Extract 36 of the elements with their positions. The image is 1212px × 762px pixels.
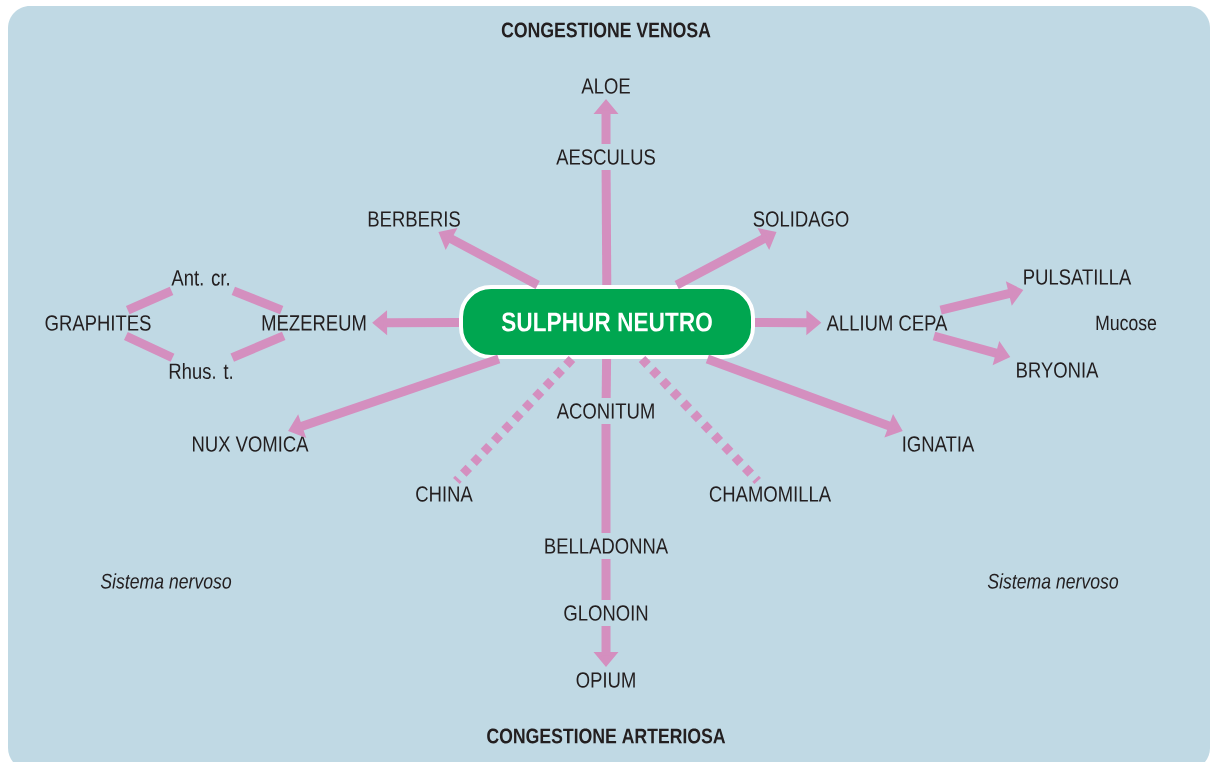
dotted-line bbox=[638, 355, 761, 485]
dotted-line bbox=[453, 355, 576, 485]
region-label: Sistema nervoso bbox=[100, 573, 232, 589]
remedy-name: Rhus. t. bbox=[169, 362, 232, 380]
connector-line bbox=[601, 358, 612, 399]
connector-line bbox=[601, 169, 612, 285]
region-label: Sistema nervoso bbox=[987, 573, 1119, 589]
remedy-name: PULSATILLA bbox=[1024, 269, 1132, 285]
remedy-name: BERBERIS bbox=[368, 211, 460, 227]
remedy-name: Ant. cr. bbox=[171, 270, 229, 286]
remedy-name: ALOE bbox=[581, 78, 630, 94]
section-heading: CONGESTIONE VENOSA bbox=[501, 22, 711, 38]
central-box: SULPHUR NEUTRO bbox=[459, 285, 755, 359]
section-heading: CONGESTIONE ARTERIOSA bbox=[487, 728, 726, 744]
remedy-name: OPIUM bbox=[576, 672, 635, 688]
remedy-name: IGNATIA bbox=[903, 436, 975, 452]
arrow bbox=[288, 354, 501, 438]
connector-line bbox=[601, 559, 611, 600]
remedy-name: ACONITUM bbox=[556, 403, 654, 419]
remedy-name: CHAMOMILLA bbox=[709, 486, 832, 502]
remedy-name: AESCULUS bbox=[556, 149, 655, 165]
connector-line bbox=[601, 424, 611, 533]
remedy-name: BELLADONNA bbox=[545, 538, 669, 554]
remedy-name: BRYONIA bbox=[1017, 362, 1099, 378]
remedy-name: ALLIUM CEPA bbox=[826, 315, 948, 331]
remedy-name: NUX VOMICA bbox=[193, 436, 309, 452]
connector-line bbox=[123, 331, 175, 362]
region-label: Mucose bbox=[1096, 315, 1157, 331]
connector-line bbox=[125, 286, 174, 315]
remedy-name: MEZEREUM bbox=[262, 315, 366, 331]
connector-line bbox=[230, 331, 286, 362]
remedy-name: CHINA bbox=[416, 486, 473, 502]
connector-line bbox=[231, 286, 284, 315]
remedy-name: SOLIDAGO bbox=[753, 211, 849, 227]
remedy-name: GRAPHITES bbox=[45, 315, 151, 331]
remedy-name: GLONOIN bbox=[564, 605, 648, 621]
